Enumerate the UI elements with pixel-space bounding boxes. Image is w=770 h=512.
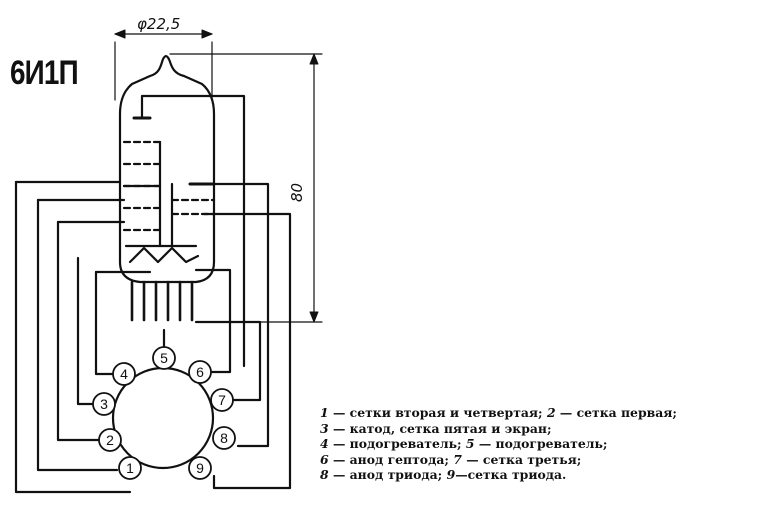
pin-label-9: 9	[196, 460, 204, 476]
pin-legend: 1 — сетки вторая и четвертая; 2 — сетка …	[320, 405, 750, 483]
pin-4	[112, 362, 136, 386]
pin-label-4: 4	[120, 366, 128, 382]
pin-6	[188, 360, 212, 384]
pin-7	[210, 388, 234, 412]
pin-label-5: 5	[160, 350, 168, 366]
tube-type-title: 6И1П	[10, 54, 79, 92]
legend-line-2: 3 — катод, сетка пятая и экран;	[320, 420, 552, 436]
legend-line-4: 6 — анод гептода; 7 — сетка третья;	[320, 451, 582, 467]
pin-2	[98, 428, 122, 452]
pin-label-3: 3	[100, 396, 108, 412]
legend-line-5: 8 — анод триода; 9—сетка триода.	[320, 467, 567, 482]
socket-pins	[92, 346, 236, 480]
pin-8	[212, 426, 236, 450]
pin-label-6: 6	[196, 364, 204, 380]
legend-line-3: 4 — подогреватель; 5 — подогреватель;	[320, 436, 608, 451]
pin-label-7: 7	[218, 392, 226, 408]
pin-1	[118, 456, 142, 480]
pin-5	[152, 346, 176, 370]
pin-9	[188, 456, 212, 480]
pin-label-1: 1	[126, 460, 134, 476]
tube-envelope	[118, 54, 216, 284]
legend-line-1: 1 — сетки вторая и четвертая; 2 — сетка …	[320, 405, 677, 420]
pin-label-8: 8	[220, 430, 228, 446]
pin-3	[92, 392, 116, 416]
diameter-label: φ22,5	[137, 15, 180, 33]
pin-label-2: 2	[106, 432, 114, 448]
height-label: 80	[288, 183, 306, 202]
